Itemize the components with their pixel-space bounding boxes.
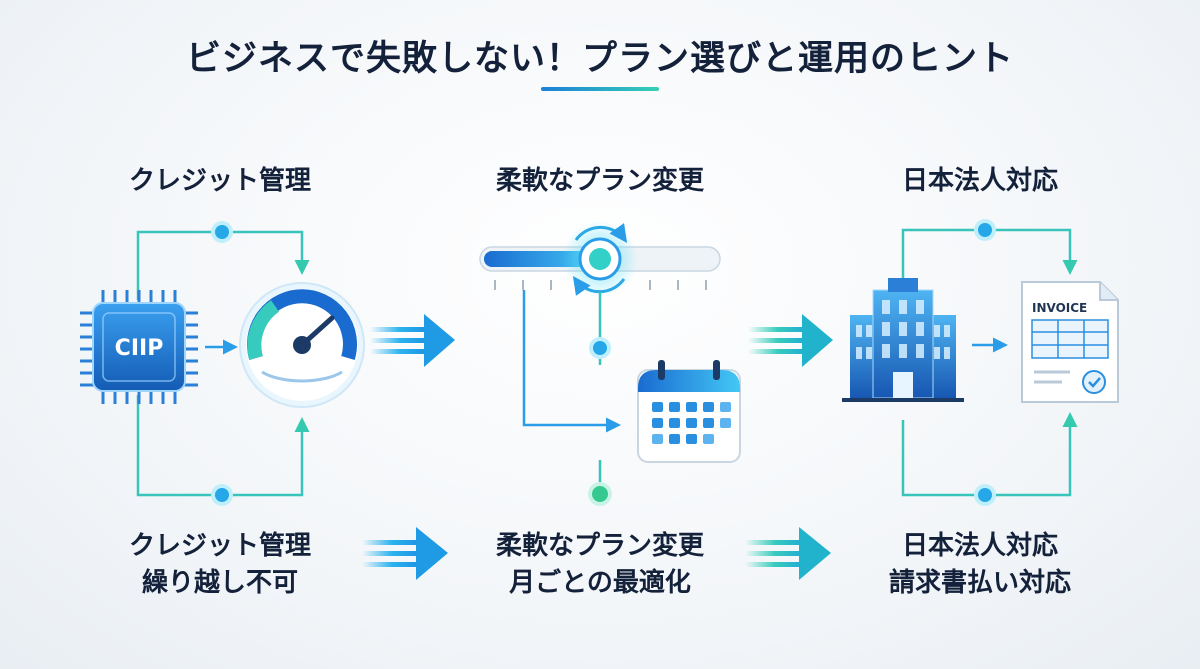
building-icon <box>842 278 964 402</box>
heading-flexible-plan: 柔軟なプラン変更 <box>495 166 704 196</box>
calendar-icon <box>637 360 741 463</box>
caption-line: 請求書払い対応 <box>888 568 1071 598</box>
slider-icon <box>479 221 721 297</box>
page-title: ビジネスで失敗しない！プラン選びと運用のヒント <box>185 39 1014 79</box>
plan-connectors <box>522 290 621 506</box>
entity-connectors <box>901 219 1078 506</box>
arrow-1-to-2-lower <box>362 527 448 580</box>
invoice-icon: INVOICE <box>1021 281 1119 403</box>
credit-connectors <box>136 221 310 506</box>
title-underline <box>541 87 659 91</box>
caption-credit-management: クレジット管理 繰り越し不可 <box>50 528 390 602</box>
chip-label: CIIP <box>115 336 164 361</box>
gauge-icon <box>239 282 365 408</box>
caption-line: クレジット管理 <box>128 531 311 561</box>
chip-icon: CIIP <box>80 290 198 404</box>
invoice-label: INVOICE <box>1032 301 1087 315</box>
caption-line: 柔軟なプラン変更 <box>495 531 704 561</box>
caption-line: 日本法人対応 <box>901 531 1058 561</box>
caption-line: 繰り越し不可 <box>141 568 298 598</box>
arrow-2-to-3-upper <box>748 314 833 367</box>
heading-japan-entity: 日本法人対応 <box>901 166 1058 196</box>
caption-line: 月ごとの最適化 <box>509 568 691 598</box>
caption-flexible-plan: 柔軟なプラン変更 月ごとの最適化 <box>430 528 770 602</box>
arrow-1-to-2-upper <box>370 314 455 367</box>
arrow-2-to-3-lower <box>745 527 831 580</box>
caption-japan-entity: 日本法人対応 請求書払い対応 <box>810 528 1150 602</box>
heading-credit-management: クレジット管理 <box>128 166 311 196</box>
